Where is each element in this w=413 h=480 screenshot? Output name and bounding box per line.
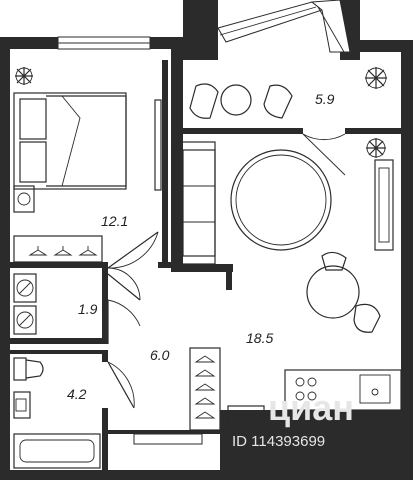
area-label-wc: 1.9 <box>78 301 98 317</box>
bathroom-fixtures <box>13 357 101 469</box>
entry-door <box>133 433 203 445</box>
living-furniture <box>174 141 402 411</box>
wc-fixtures <box>13 273 37 335</box>
loggia-window <box>217 0 351 53</box>
bathroom-door <box>107 361 135 409</box>
area-label-living: 18.5 <box>246 330 273 346</box>
area-label-bedroom: 12.1 <box>101 213 128 229</box>
living-door <box>107 299 141 344</box>
watermark-id: ID 114393699 <box>232 433 325 450</box>
hanger-icons <box>28 246 98 256</box>
area-label-bathroom: 4.2 <box>67 386 87 402</box>
area-label-loggia: 5.9 <box>315 91 335 107</box>
wc-door <box>107 267 141 301</box>
loggia-plant-icon <box>365 67 387 89</box>
bedroom-furniture <box>13 92 162 263</box>
loggia-furniture <box>189 83 293 119</box>
area-label-hallway: 6.0 <box>150 347 170 363</box>
bedroom-plant-icon <box>15 67 33 85</box>
inner-walls <box>10 60 233 470</box>
wardrobe-marker-label: *** <box>233 412 248 427</box>
loggia-partition <box>183 128 401 176</box>
bedroom-door <box>107 231 159 269</box>
bedroom-window <box>57 36 151 50</box>
living-plant-icon <box>366 138 386 158</box>
hall-wardrobe <box>189 347 265 431</box>
watermark-brand: циан <box>268 387 354 428</box>
